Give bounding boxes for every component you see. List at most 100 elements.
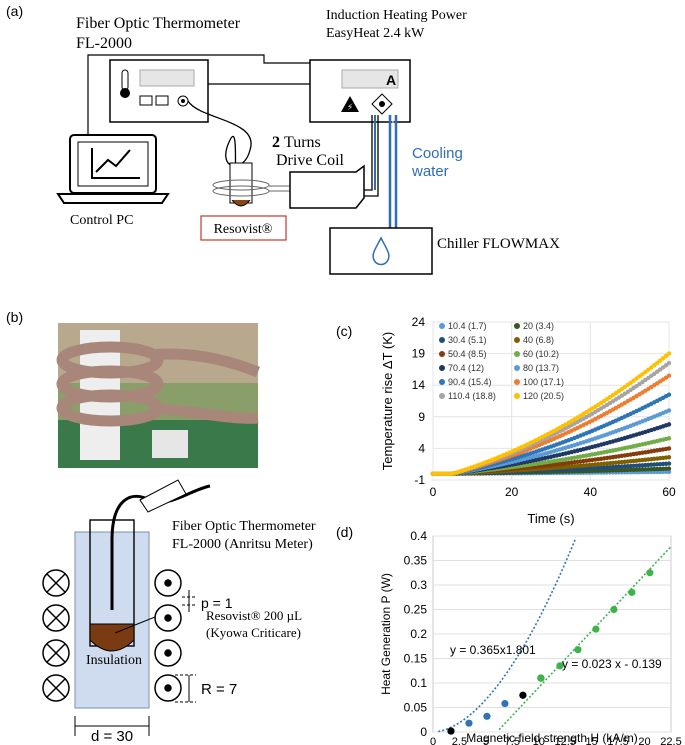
- chiller-label: Chiller FLOWMAX: [437, 236, 560, 252]
- chart-c-legend-marker: [514, 393, 520, 399]
- chart-c-ytick: -1: [414, 473, 425, 487]
- panel-d-label: (d): [336, 524, 353, 540]
- chart-d-ylabel: Heat Generation P (W): [379, 573, 393, 695]
- chart-c-xtick: 60: [662, 485, 676, 499]
- resovist-label-1: Resovist® 200 µL: [206, 608, 302, 623]
- chart-c-legend-label: 50.4 (8.5): [448, 349, 487, 359]
- thermometer-device: [109, 59, 209, 123]
- chart-c-yticks: 24 19 14 9 4 -1: [412, 315, 426, 487]
- chart-c-legend-label: 110.4 (18.8): [448, 391, 496, 401]
- coil-cross-symbols: [42, 569, 70, 702]
- chart-d-xtick: 12.5: [555, 736, 576, 745]
- chart-d-point: [537, 674, 545, 682]
- cooling-label-2: water: [411, 163, 449, 180]
- chart-c-point: [666, 469, 672, 474]
- cooling-label-1: Cooling: [412, 145, 463, 162]
- chart-c-point: [666, 436, 672, 441]
- chart-d-point: [610, 605, 618, 614]
- chart-d-xtick: 5: [483, 736, 489, 745]
- fiber-connector: [139, 479, 187, 513]
- warning-icon: [341, 96, 359, 112]
- chart-c-series-line: [430, 351, 672, 476]
- chart-d-point: [501, 699, 509, 708]
- chart-d-point: [519, 691, 527, 699]
- chart-c-point: [666, 408, 672, 413]
- chart-c-ytick: 24: [412, 315, 426, 329]
- chart-c-legend-label: 10.4 (1.7): [448, 321, 487, 331]
- chart-d-xlabel: Magnetic field strength H (kA/m): [466, 731, 637, 745]
- coil-label: Drive Coil: [276, 152, 345, 169]
- chart-c-legend-marker: [514, 379, 520, 385]
- chart-c-xlabel: Time (s): [527, 511, 574, 526]
- chart-c-legend-label: 80 (13.7): [523, 363, 559, 373]
- cooling-lines: [364, 115, 398, 228]
- chart-c-legend-marker: [439, 337, 445, 343]
- heater-title: Induction Heating Power: [326, 8, 467, 23]
- chart-d-fit-linear: y = 0.023 x - 0.139: [562, 657, 662, 671]
- fiber-label-1: Fiber Optic Thermometer: [172, 519, 316, 534]
- chart-d-ytick: 0: [420, 725, 427, 739]
- chart-c-point: [666, 373, 672, 378]
- chart-c-ytick: 14: [412, 378, 426, 392]
- chart-c-point: [657, 358, 663, 363]
- panel-a-label: (a): [6, 3, 23, 19]
- chart-c-legend-marker: [439, 393, 445, 399]
- chart-d-point: [556, 662, 564, 670]
- panel-c-label: (c): [336, 323, 352, 339]
- chart-c-legend-label: 120 (20.5): [523, 391, 564, 401]
- r-label: R = 7: [201, 681, 237, 698]
- chart-c-ytick: 19: [412, 347, 426, 361]
- chart-d-trendline: [498, 545, 672, 731]
- chart-d-trendlines: [438, 537, 672, 733]
- resovist-pointer: [114, 614, 161, 634]
- resovist-sample: [89, 623, 135, 652]
- chart-c-legend: 10.4 (1.7)20 (3.4)30.4 (5.1)40 (6.8)50.4…: [439, 321, 564, 401]
- chart-c-ytick: 4: [418, 441, 425, 455]
- chart-d-ytick: 0.25: [404, 603, 428, 617]
- chart-c-point: [660, 356, 666, 361]
- chart-c-legend-label: 30.4 (5.1): [448, 335, 487, 345]
- chart-d-ytick: 0.35: [404, 554, 428, 568]
- chart-c-point: [666, 446, 672, 451]
- chart-c-legend-label: 70.4 (12): [448, 363, 484, 373]
- heater-display-value: A: [386, 72, 396, 88]
- chart-d-point: [628, 588, 636, 596]
- chart-c-legend-label: 90.4 (15.4): [448, 377, 492, 387]
- chart-d-xtick: 2.5: [452, 736, 467, 745]
- chart-c-series: [430, 351, 672, 476]
- chart-c-legend-marker: [439, 365, 445, 371]
- chart-c-point: [666, 392, 672, 397]
- chart-d-points: [447, 569, 654, 735]
- d-label: d = 30: [91, 728, 133, 745]
- resovist-label-2: (Kyowa Criticare): [206, 625, 301, 640]
- chart-d-yticks: 0.40.350.30.250.20.150.10.050: [404, 529, 428, 739]
- chart-d-xtick: 10: [533, 736, 545, 745]
- panel-a: (a) Fiber Optic Thermometer FL-2000 Indu…: [6, 3, 560, 275]
- coil-dot-symbols: [154, 569, 182, 702]
- chart-d-xtick: 7.5: [505, 736, 520, 745]
- p-label: p = 1: [201, 595, 233, 611]
- chart-c-legend-marker: [514, 365, 520, 371]
- chart-c-point: [666, 461, 672, 466]
- chart-d-gridlines: [433, 535, 671, 733]
- chart-d-xtick: 0: [430, 736, 436, 745]
- chart-c-point: [666, 351, 672, 356]
- insulation-label: Insulation: [86, 653, 142, 668]
- chart-c-xtick: 40: [584, 485, 598, 499]
- chart-c-ytick: 9: [418, 410, 425, 424]
- coil-and-sample: [212, 162, 290, 207]
- chart-c-legend-label: 100 (17.1): [523, 377, 564, 387]
- svg-text:⚡: ⚡: [347, 102, 353, 112]
- chart-d-ytick: 0.15: [404, 652, 428, 666]
- chart-d-xtick: 20: [638, 736, 650, 745]
- chart-c-point: [655, 360, 660, 366]
- fiber-label-2: FL-2000 (Anritsu Meter): [172, 537, 313, 552]
- heater-model: EasyHeat 2.4 kW: [326, 26, 425, 41]
- chart-c-legend-label: 20 (3.4): [523, 321, 554, 331]
- chart-c-point: [666, 422, 672, 427]
- pc-power-line: [87, 54, 340, 134]
- chart-c-point: [663, 353, 669, 359]
